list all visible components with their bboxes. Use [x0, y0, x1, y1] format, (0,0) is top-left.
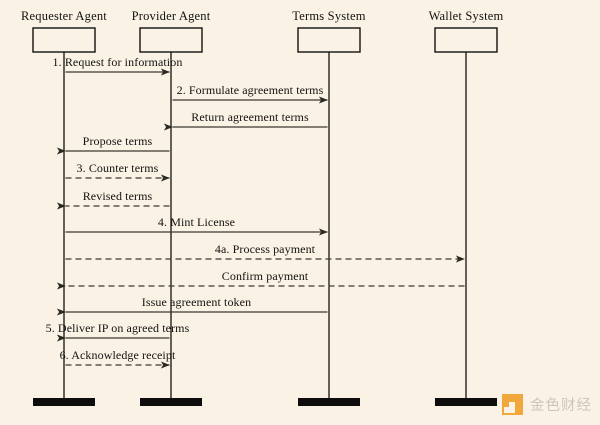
message-label-2: 2. Formulate agreement terms [177, 83, 324, 97]
message-7[interactable]: 4. Mint License [65, 215, 328, 236]
actor-label-requester: Requester Agent [21, 9, 107, 23]
message-label-3: Return agreement terms [191, 110, 309, 124]
message-5[interactable]: 3. Counter terms [65, 161, 170, 182]
actor-box-wallet[interactable] [434, 27, 498, 53]
actors-layer: Requester Agent Provider Agent Terms Syste… [21, 9, 503, 398]
message-4[interactable]: Propose terms [56, 134, 170, 155]
message-label-9: Confirm payment [222, 269, 309, 283]
message-3[interactable]: Return agreement terms [163, 110, 328, 131]
actor-box-terms[interactable] [297, 27, 361, 53]
terminator-terms [298, 398, 360, 406]
watermark-text: 金色财经 [530, 398, 592, 414]
message-9[interactable]: Confirm payment [56, 269, 465, 290]
actor-provider[interactable]: Provider Agent [132, 9, 211, 398]
message-label-4: Propose terms [83, 134, 153, 148]
messages-layer: 1. Request for information 2. Formulate a… [46, 55, 465, 369]
message-8[interactable]: 4a. Process payment [65, 242, 465, 263]
message-6[interactable]: Revised terms [56, 189, 170, 210]
actor-box-provider[interactable] [139, 27, 203, 53]
message-label-1: 1. Request for information [53, 55, 183, 69]
terminator-provider [140, 398, 202, 406]
terminators-layer [33, 398, 497, 406]
terminator-wallet [435, 398, 497, 406]
watermark: 金色财经 [502, 394, 592, 415]
actor-box-requester[interactable] [32, 27, 96, 53]
terminator-requester [33, 398, 95, 406]
message-11[interactable]: 5. Deliver IP on agreed terms [46, 321, 190, 342]
message-1[interactable]: 1. Request for information [53, 55, 183, 76]
message-10[interactable]: Issue agreement token [56, 295, 328, 316]
message-label-12: 6. Acknowledge receipt [60, 348, 176, 362]
message-label-8: 4a. Process payment [215, 242, 316, 256]
message-label-10: Issue agreement token [142, 295, 251, 309]
actor-label-provider: Provider Agent [132, 9, 211, 23]
message-label-11: 5. Deliver IP on agreed terms [46, 321, 190, 335]
jinse-logo-icon [502, 394, 523, 415]
message-label-5: 3. Counter terms [77, 161, 159, 175]
message-2[interactable]: 2. Formulate agreement terms [172, 83, 328, 104]
message-12[interactable]: 6. Acknowledge receipt [60, 348, 176, 369]
actor-label-terms: Terms System [292, 9, 365, 23]
actor-wallet[interactable]: Wallet System [429, 9, 504, 398]
actor-label-wallet: Wallet System [429, 9, 504, 23]
message-label-6: Revised terms [83, 189, 153, 203]
message-label-7: 4. Mint License [158, 215, 235, 229]
actor-terms[interactable]: Terms System [292, 9, 366, 398]
actor-requester[interactable]: Requester Agent [21, 9, 107, 398]
